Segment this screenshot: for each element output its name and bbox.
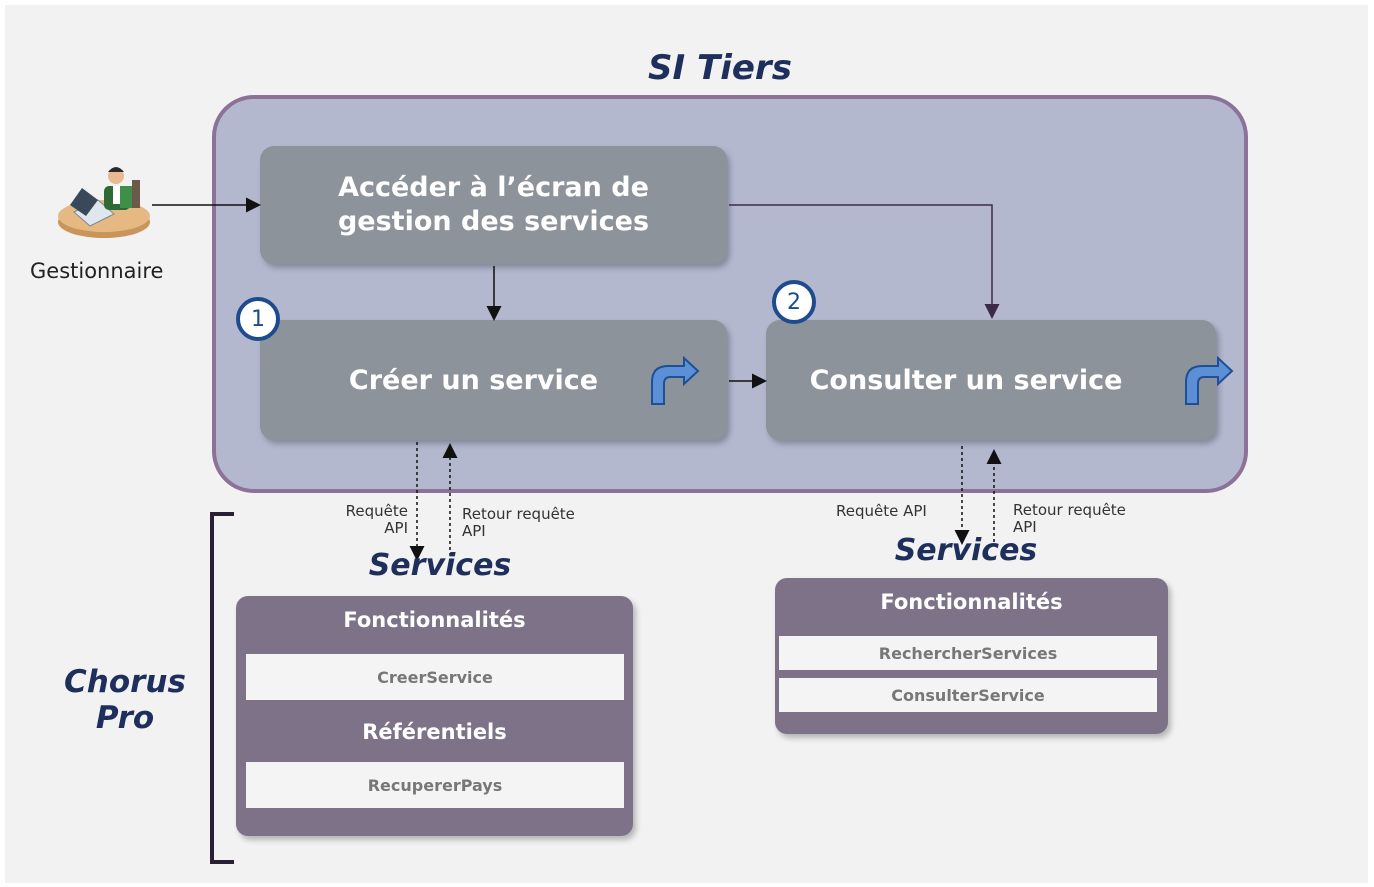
functionalities-heading-left: Fonctionnalités <box>343 608 526 632</box>
create-service-box[interactable]: Créer un service <box>260 320 727 440</box>
recuperer-pays-row[interactable]: RecupererPays <box>246 762 624 808</box>
right-request-label: Requête API <box>836 502 927 520</box>
si-tiers-title: SI Tiers <box>648 48 792 88</box>
actor-label: Gestionnaire <box>30 259 164 283</box>
access-services-screen-label: Accéder à l’écran de gestion des service… <box>337 172 650 237</box>
left-return-label: Retour requête API <box>462 505 575 540</box>
services-panel-right: Fonctionnalités RechercherServices Consu… <box>775 578 1168 734</box>
services-title-left: Services <box>368 548 512 583</box>
functionalities-heading-right: Fonctionnalités <box>880 590 1063 614</box>
referentials-heading: Référentiels <box>362 720 507 744</box>
step-2-badge: 2 <box>772 280 816 324</box>
consulter-service-row[interactable]: ConsulterService <box>779 678 1157 712</box>
creer-service-row[interactable]: CreerService <box>246 654 624 700</box>
consult-service-box[interactable]: Consulter un service <box>766 320 1216 440</box>
rechercher-services-row[interactable]: RechercherServices <box>779 636 1157 670</box>
consult-service-label: Consulter un service <box>809 364 1123 396</box>
services-panel-left: Fonctionnalités CreerService Référentiel… <box>236 596 633 836</box>
chorus-pro-label-line2: Pro <box>95 700 155 736</box>
step-1-badge: 1 <box>236 297 280 341</box>
chorus-pro-label-line1: Chorus <box>64 664 186 700</box>
right-return-label: Retour requête API <box>1013 501 1126 536</box>
left-request-label: Requête API <box>345 502 408 537</box>
access-services-screen-box[interactable]: Accéder à l’écran de gestion des service… <box>260 146 727 264</box>
services-title-right: Services <box>894 533 1038 568</box>
create-service-label: Créer un service <box>348 364 599 396</box>
